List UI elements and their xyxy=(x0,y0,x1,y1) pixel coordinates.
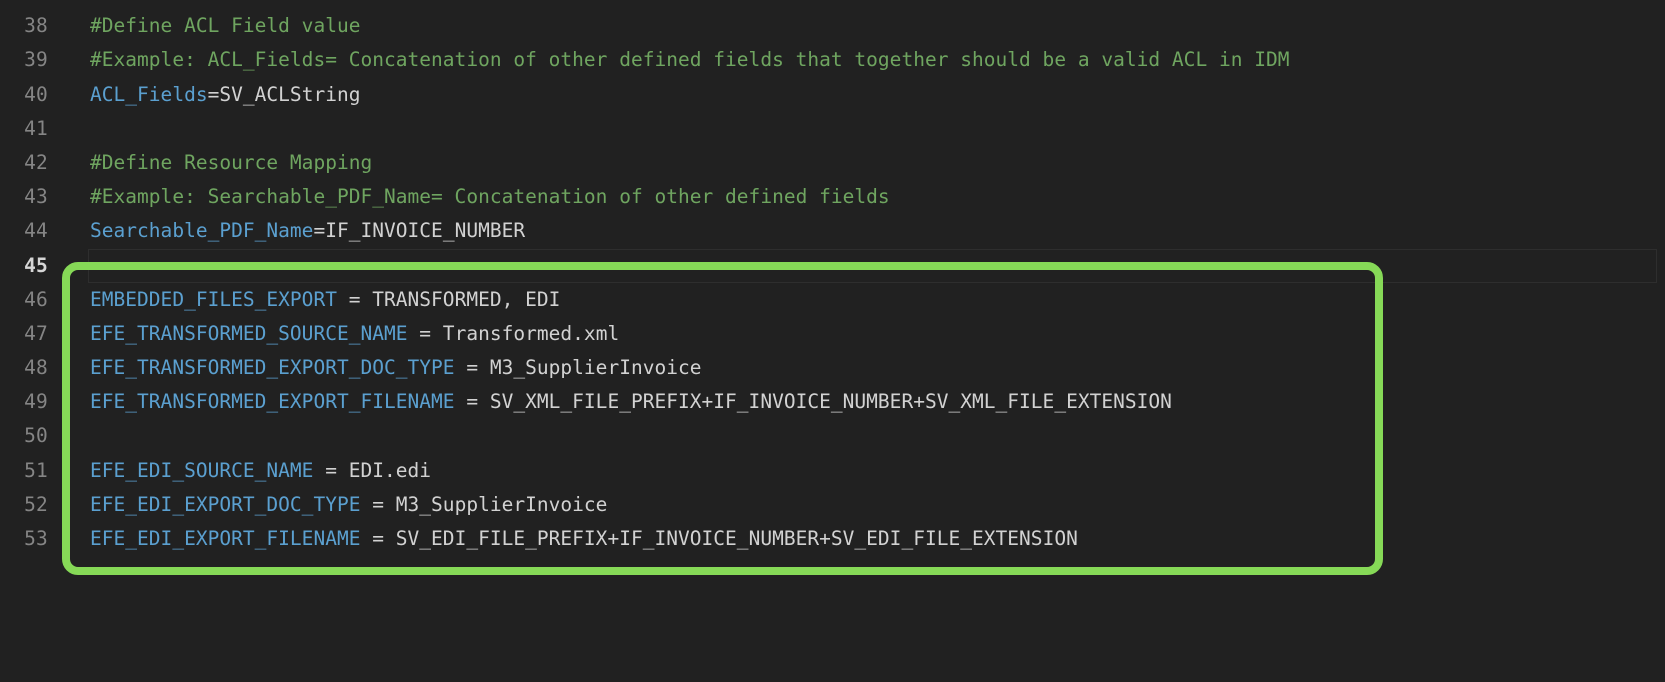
code-line[interactable]: 38 #Define ACL Field value xyxy=(0,9,1665,43)
token-comment: #Define Resource Mapping xyxy=(90,150,373,174)
line-number: 37 xyxy=(0,0,48,9)
line-number: 49 xyxy=(24,390,48,414)
token-key: EMBEDDED_FILES_EXPORT xyxy=(90,287,337,311)
code-lines-container[interactable]: 37 38 #Define ACL Field value 39 #Example: A… xyxy=(0,0,1665,556)
line-number: 40 xyxy=(24,82,48,106)
token-key: EFE_EDI_SOURCE_NAME xyxy=(90,458,314,482)
token-key: EFE_TRANSFORMED_EXPORT_FILENAME xyxy=(90,390,455,414)
code-line[interactable]: 50 xyxy=(0,419,1665,453)
token-key: ACL_Fields xyxy=(90,82,208,106)
code-line[interactable]: 42 #Define Resource Mapping xyxy=(0,146,1665,180)
token-key: EFE_TRANSFORMED_SOURCE_NAME xyxy=(90,321,408,345)
code-line[interactable]: 41 xyxy=(0,112,1665,146)
code-line-content[interactable]: #Define Resource Mapping xyxy=(48,146,372,180)
code-line-content[interactable]: EFE_EDI_SOURCE_NAME = EDI.edi xyxy=(48,454,431,488)
line-number: 41 xyxy=(24,116,48,140)
line-number: 48 xyxy=(24,356,48,380)
code-line[interactable]: 39 #Example: ACL_Fields= Concatenation of… xyxy=(0,43,1665,77)
line-number: 45 xyxy=(24,253,48,277)
line-number: 51 xyxy=(24,458,48,482)
line-number: 52 xyxy=(24,492,48,516)
token-plain: =SV_ACLString xyxy=(207,82,361,106)
token-comment: #Example: Searchable_PDF_Name= Concatena… xyxy=(90,185,890,209)
token-comment: #Define ACL Field value xyxy=(90,14,361,38)
line-number: 50 xyxy=(24,424,48,448)
token-plain: = M3_SupplierInvoice xyxy=(360,492,608,516)
token-plain: = SV_EDI_FILE_PREFIX+IF_INVOICE_NUMBER+S… xyxy=(360,527,1078,550)
line-number: 47 xyxy=(24,321,48,345)
code-line-content[interactable]: EFE_TRANSFORMED_EXPORT_FILENAME = SV_XML… xyxy=(48,385,1172,419)
code-line-content[interactable]: EMBEDDED_FILES_EXPORT = TRANSFORMED, EDI xyxy=(48,283,560,317)
code-line-content[interactable]: #Example: ACL_Fields= Concatenation of o… xyxy=(48,43,1290,77)
code-line-content[interactable]: EFE_EDI_EXPORT_FILENAME = SV_EDI_FILE_PR… xyxy=(48,522,1078,556)
line-number: 38 xyxy=(24,14,48,38)
line-number: 53 xyxy=(24,527,48,550)
token-plain: = EDI.edi xyxy=(313,458,432,482)
code-line[interactable]: 43 #Example: Searchable_PDF_Name= Concate… xyxy=(0,180,1665,214)
line-number: 43 xyxy=(24,185,48,209)
line-number: 39 xyxy=(24,48,48,72)
code-line-content[interactable]: EFE_TRANSFORMED_SOURCE_NAME = Transforme… xyxy=(48,317,619,351)
code-line-content[interactable]: EFE_EDI_EXPORT_DOC_TYPE = M3_SupplierInv… xyxy=(48,488,607,522)
token-plain: =IF_INVOICE_NUMBER xyxy=(313,219,526,243)
code-line[interactable]: 37 xyxy=(0,0,1665,9)
code-line[interactable]: 45 xyxy=(0,248,1665,283)
token-plain: = SV_XML_FILE_PREFIX+IF_INVOICE_NUMBER+S… xyxy=(454,390,1172,414)
line-number: 42 xyxy=(24,150,48,174)
code-line-content[interactable]: #Define ACL Field value xyxy=(48,9,360,43)
code-line-content[interactable]: #Example: Searchable_PDF_Name= Concatena… xyxy=(48,180,890,214)
token-key: EFE_TRANSFORMED_EXPORT_DOC_TYPE xyxy=(90,356,455,380)
token-comment: #Example: ACL_Fields= Concatenation of o… xyxy=(90,48,1290,72)
line-number: 46 xyxy=(24,287,48,311)
active-line-highlight xyxy=(88,248,1657,283)
code-line-content[interactable]: Searchable_PDF_Name=IF_INVOICE_NUMBER xyxy=(48,214,525,248)
token-key: EFE_EDI_EXPORT_DOC_TYPE xyxy=(90,492,361,516)
line-number: 44 xyxy=(24,219,48,243)
code-line-content[interactable]: EFE_TRANSFORMED_EXPORT_DOC_TYPE = M3_Sup… xyxy=(48,351,702,385)
token-key: EFE_EDI_EXPORT_FILENAME xyxy=(90,527,361,550)
token-plain: = Transformed.xml xyxy=(407,321,620,345)
token-plain: = TRANSFORMED, EDI xyxy=(336,287,561,311)
token-plain: = M3_SupplierInvoice xyxy=(454,356,702,380)
token-key: Searchable_PDF_Name xyxy=(90,219,314,243)
code-line-content[interactable]: ACL_Fields=SV_ACLString xyxy=(48,78,361,112)
